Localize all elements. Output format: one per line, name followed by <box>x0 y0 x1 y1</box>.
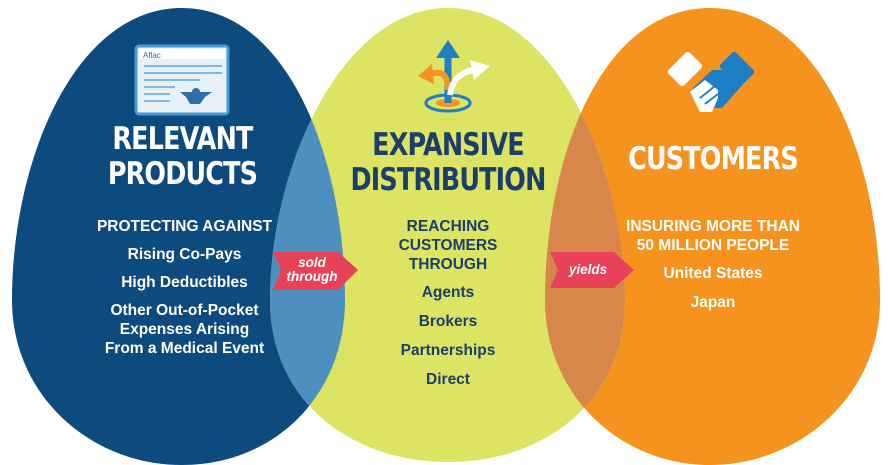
middle-subheading-line3: THROUGH <box>408 256 488 273</box>
right-subheading-line1: INSURING MORE THAN <box>626 218 800 235</box>
middle-column: EXPANSIVE DISTRIBUTION <box>318 128 578 198</box>
aflac-icon-text: Aflac <box>143 51 161 60</box>
left-heading-line2: PRODUCTS <box>107 156 258 192</box>
sold-through-label: sold through <box>282 256 342 284</box>
left-heading: RELEVANT PRODUCTS <box>82 122 283 192</box>
yields-label-text: yields <box>568 262 608 277</box>
middle-item: Agents <box>421 284 475 301</box>
left-item: Rising Co-Pays <box>127 246 242 263</box>
yields-arrow <box>550 252 634 288</box>
left-item: Expenses Arising <box>119 321 250 338</box>
sold-through-arrow <box>273 252 358 290</box>
left-subheading: PROTECTING AGAINST <box>96 218 273 235</box>
right-subheading-line2: 50 MILLION PEOPLE <box>636 237 790 254</box>
left-item: Other Out-of-Pocket <box>110 302 259 319</box>
middle-item: Partnerships <box>400 342 496 359</box>
right-heading-line1: CUSTOMERS <box>628 141 799 177</box>
middle-heading-line2: DISTRIBUTION <box>350 162 546 198</box>
right-heading: CUSTOMERS <box>619 142 808 177</box>
right-item: United States <box>663 265 763 282</box>
left-column: RELEVANT PRODUCTS <box>60 122 305 192</box>
left-details: PROTECTING AGAINST Rising Co-Pays High D… <box>62 217 307 358</box>
right-egg <box>545 8 880 465</box>
left-item: High Deductibles <box>121 274 248 291</box>
aflac-policy-card-icon: Aflac <box>134 44 230 116</box>
middle-details: REACHING CUSTOMERS THROUGH Agents Broker… <box>348 217 548 389</box>
diverging-arrows-target-icon <box>418 40 490 113</box>
middle-heading: EXPANSIVE DISTRIBUTION <box>341 128 554 198</box>
yields-label: yields <box>558 263 618 277</box>
middle-item: Brokers <box>418 313 478 330</box>
sold-through-label-line2: through <box>286 269 338 284</box>
left-heading-line1: RELEVANT <box>112 121 253 157</box>
handshake-icon <box>667 51 755 112</box>
sold-through-label-line1: sold <box>298 255 326 270</box>
left-item: From a Medical Event <box>104 340 265 357</box>
middle-subheading-line2: CUSTOMERS <box>398 237 498 254</box>
middle-subheading-line1: REACHING <box>406 218 490 235</box>
right-column: CUSTOMERS <box>598 142 828 177</box>
middle-egg <box>270 8 625 462</box>
right-details: INSURING MORE THAN 50 MILLION PEOPLE Uni… <box>608 217 818 312</box>
middle-item: Direct <box>426 371 470 388</box>
left-egg <box>12 8 345 465</box>
middle-heading-line1: EXPANSIVE <box>372 127 524 163</box>
right-item: Japan <box>690 294 736 311</box>
